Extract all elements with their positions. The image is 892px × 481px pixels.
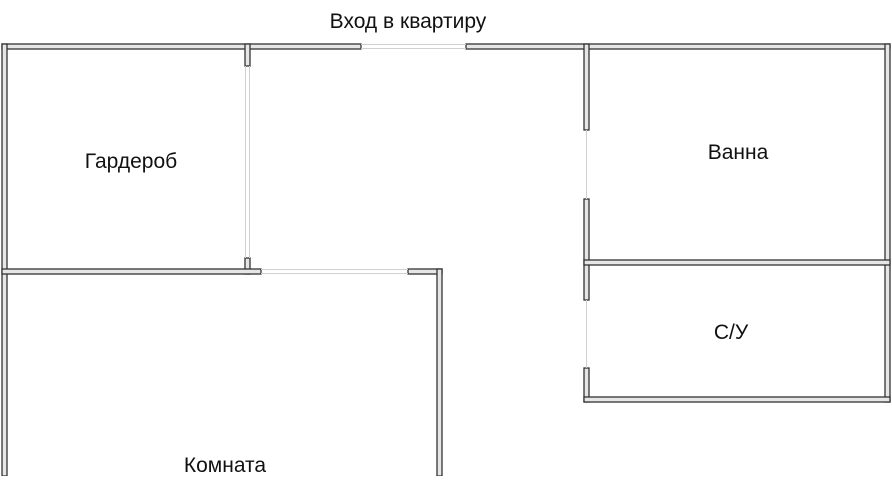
wall-left: [1, 43, 8, 477]
room-label: Комната: [184, 454, 267, 476]
bath-wall-left-middle: [583, 198, 590, 301]
toilet-label: С/У: [714, 321, 749, 344]
walls: [1, 43, 891, 477]
wardrobe-label: Гардероб: [85, 150, 177, 173]
bath-toilet-divider: [583, 259, 891, 266]
bath-wall-left-upper: [583, 43, 590, 131]
bathroom-label: Ванна: [708, 141, 769, 164]
wall-top-right: [465, 43, 891, 50]
room-wall-right: [436, 268, 443, 477]
door-openings: [245, 44, 587, 368]
room-labels: Вход в квартиру Гардероб Ванна С/У Комна…: [85, 10, 769, 477]
wall-right: [884, 43, 891, 403]
toilet-wall-bottom: [583, 396, 891, 403]
entrance-label: Вход в квартиру: [330, 10, 487, 33]
wardrobe-wall-bottom: [1, 268, 262, 275]
wardrobe-wall-upper: [244, 43, 251, 67]
wall-top-left: [1, 43, 362, 50]
